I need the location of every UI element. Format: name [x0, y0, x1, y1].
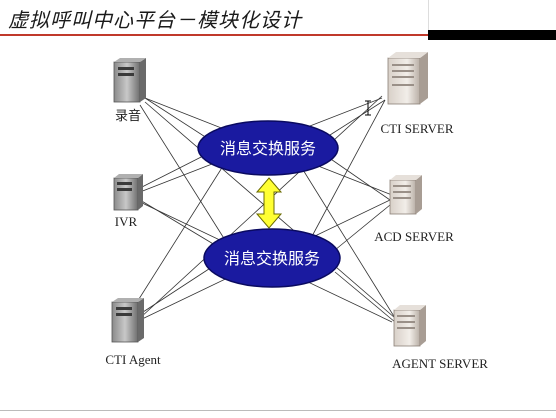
tower-computer-icon: [113, 58, 146, 103]
title-underline: [0, 34, 428, 36]
node-label-ivr: IVR: [115, 214, 138, 229]
line-ctiagent-cti: [139, 95, 383, 319]
server-icon: [393, 305, 426, 347]
header-right-panel: [428, 0, 556, 30]
line-recording-hub1: [144, 97, 211, 141]
node-label-agent-server: AGENT SERVER: [392, 356, 488, 371]
tower-computer-icon: [113, 174, 143, 211]
server-icon: [387, 52, 428, 105]
text-cursor-icon: [365, 100, 371, 116]
title-rule-accent: [428, 30, 556, 40]
node-label-recording: 录音: [115, 108, 141, 123]
line-ivr-hub2: [139, 199, 216, 246]
node-acd-server: ACD SERVER: [374, 175, 454, 244]
page-title: 虚拟呼叫中心平台－模块化设计: [8, 8, 302, 32]
line-cti-hub1: [329, 99, 386, 136]
line-cti-hub2: [309, 99, 386, 241]
node-agent-server: AGENT SERVER: [392, 305, 488, 371]
line-agent-hub1: [299, 164, 396, 319]
line-recording-hub2: [139, 104, 226, 241]
line-agent-hub2: [334, 271, 396, 323]
node-label-cti-agent: CTI Agent: [105, 352, 161, 367]
hub-message-exchange-bottom: 消息交换服务: [203, 228, 341, 288]
node-label-acd-server: ACD SERVER: [374, 229, 454, 244]
tower-computer-icon: [111, 298, 144, 343]
bottom-divider: [0, 410, 556, 411]
bidirectional-arrow-icon: [255, 177, 283, 229]
line-ctiagent-hub2: [139, 264, 216, 315]
line-acd-hub1: [324, 154, 391, 201]
node-cti-server: CTI SERVER: [381, 52, 454, 136]
hub-label-top: 消息交换服务: [220, 139, 316, 158]
node-cti-agent: CTI Agent: [105, 298, 161, 367]
node-recording: 录音: [113, 58, 146, 123]
line-ctiagent-hub1: [131, 154, 231, 311]
node-ivr: IVR: [113, 174, 143, 229]
node-label-cti-server: CTI SERVER: [381, 121, 454, 136]
line-acd-hub2: [334, 204, 391, 251]
hub-message-exchange-top: 消息交换服务: [197, 120, 339, 176]
hub-label-bottom: 消息交换服务: [224, 249, 320, 268]
server-icon: [389, 175, 422, 215]
